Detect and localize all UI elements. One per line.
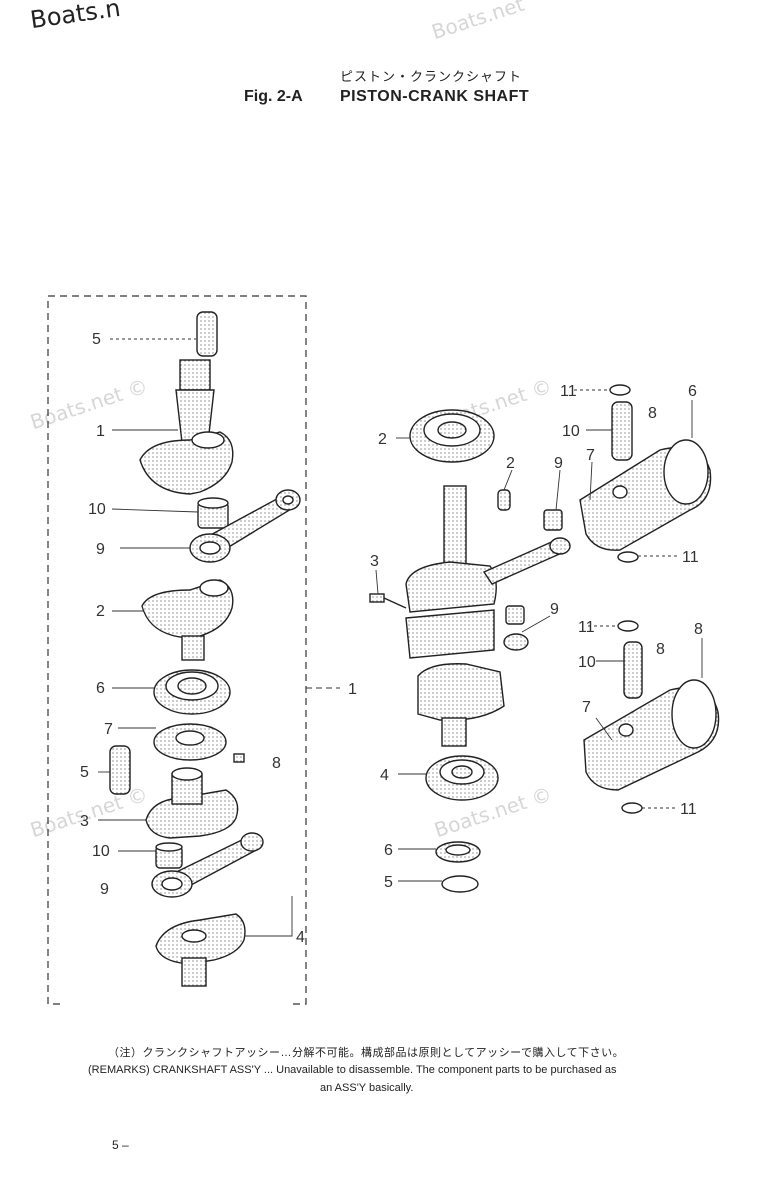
piston-lower-part	[583, 679, 720, 791]
label-9: 9	[550, 601, 559, 618]
needle-bearing-lower-part	[155, 842, 183, 869]
small-bearing-right-part	[543, 509, 563, 531]
label-8: 8	[656, 641, 665, 658]
label-10: 10	[88, 501, 106, 518]
label-11: 11	[560, 383, 577, 400]
label-3: 3	[370, 553, 379, 570]
remarks-english-line-1: (REMARKS) CRANKSHAFT ASS'Y ... Unavailab…	[88, 1064, 617, 1076]
label-5: 5	[92, 331, 101, 348]
remarks-japanese: （注）クランクシャフトアッシー…分解不可能。構成部品は原則としてアッシーで購入し…	[108, 1047, 625, 1059]
label-3: 3	[80, 813, 89, 830]
label-5: 5	[384, 874, 393, 891]
title-japanese: ピストン・クランクシャフト	[340, 69, 523, 84]
connecting-rod-part	[189, 489, 301, 563]
label-6: 6	[688, 383, 697, 400]
clip-part	[609, 384, 643, 814]
right-part-labels: 2 2 9 11 10 8 6 7 11 3 9 11 8 10 8 7 11 …	[370, 383, 703, 891]
piston-pin-upper-part	[611, 401, 633, 461]
label-9: 9	[554, 455, 563, 472]
label-11: 11	[578, 619, 595, 636]
bottom-ball-bearing-part	[425, 755, 499, 801]
ball-bearing-part	[153, 669, 231, 715]
top-ball-bearing-part	[409, 409, 495, 463]
label-2: 2	[506, 455, 515, 472]
label-4: 4	[380, 767, 389, 784]
piston-upper-part	[579, 439, 712, 551]
washer-part	[435, 841, 481, 863]
circlip-part	[441, 875, 479, 893]
small-pin-part	[233, 753, 245, 763]
label-9: 9	[96, 541, 105, 558]
leader-lines	[98, 338, 703, 937]
connecting-rod-lower-part	[151, 832, 264, 898]
oil-seal-part	[153, 723, 227, 761]
label-8: 8	[694, 621, 703, 638]
middle-crank-web-part	[141, 579, 234, 661]
label-2: 2	[378, 431, 387, 448]
label-6: 6	[96, 680, 105, 697]
label-5: 5	[80, 764, 89, 781]
page-title: PISTON-CRANK SHAFT	[340, 88, 530, 105]
crank-pin-lower-part	[109, 745, 131, 795]
remarks-english-line-2: an ASS'Y basically.	[320, 1082, 414, 1094]
label-4: 4	[296, 929, 305, 946]
label-7: 7	[586, 447, 595, 464]
lower-crank-half-part	[155, 913, 246, 987]
needle-bearing-part	[197, 497, 229, 529]
label-2: 2	[96, 603, 105, 620]
page-number: 5 –	[112, 1138, 129, 1152]
upper-crank-half-part	[139, 359, 234, 495]
lower-crank-web-part	[145, 767, 239, 839]
piston-pin-lower-part	[623, 641, 643, 699]
connecting-rod-right-part	[482, 537, 571, 585]
label-10: 10	[562, 423, 580, 440]
label-11: 11	[680, 801, 697, 818]
label-8: 8	[272, 755, 281, 772]
label-7: 7	[104, 721, 113, 738]
label-6: 6	[384, 842, 393, 859]
assembly-label-1: 1	[348, 681, 357, 698]
crankshaft-assembly-part	[405, 485, 505, 747]
screw-part	[369, 593, 407, 609]
label-11: 11	[682, 549, 699, 566]
label-10: 10	[578, 654, 596, 671]
figure-label: Fig. 2-A	[244, 88, 303, 105]
label-10: 10	[92, 843, 110, 860]
label-8: 8	[648, 405, 657, 422]
label-9: 9	[100, 881, 109, 898]
crank-pin-right-part	[497, 489, 511, 511]
label-7: 7	[582, 699, 591, 716]
label-1: 1	[96, 423, 105, 440]
left-part-labels: 5 1 10 9 2 6 7 8 5 3 10 9 4 1	[80, 331, 357, 946]
small-bearing-right-lower-part	[503, 605, 529, 651]
crank-pin-part	[196, 311, 218, 357]
